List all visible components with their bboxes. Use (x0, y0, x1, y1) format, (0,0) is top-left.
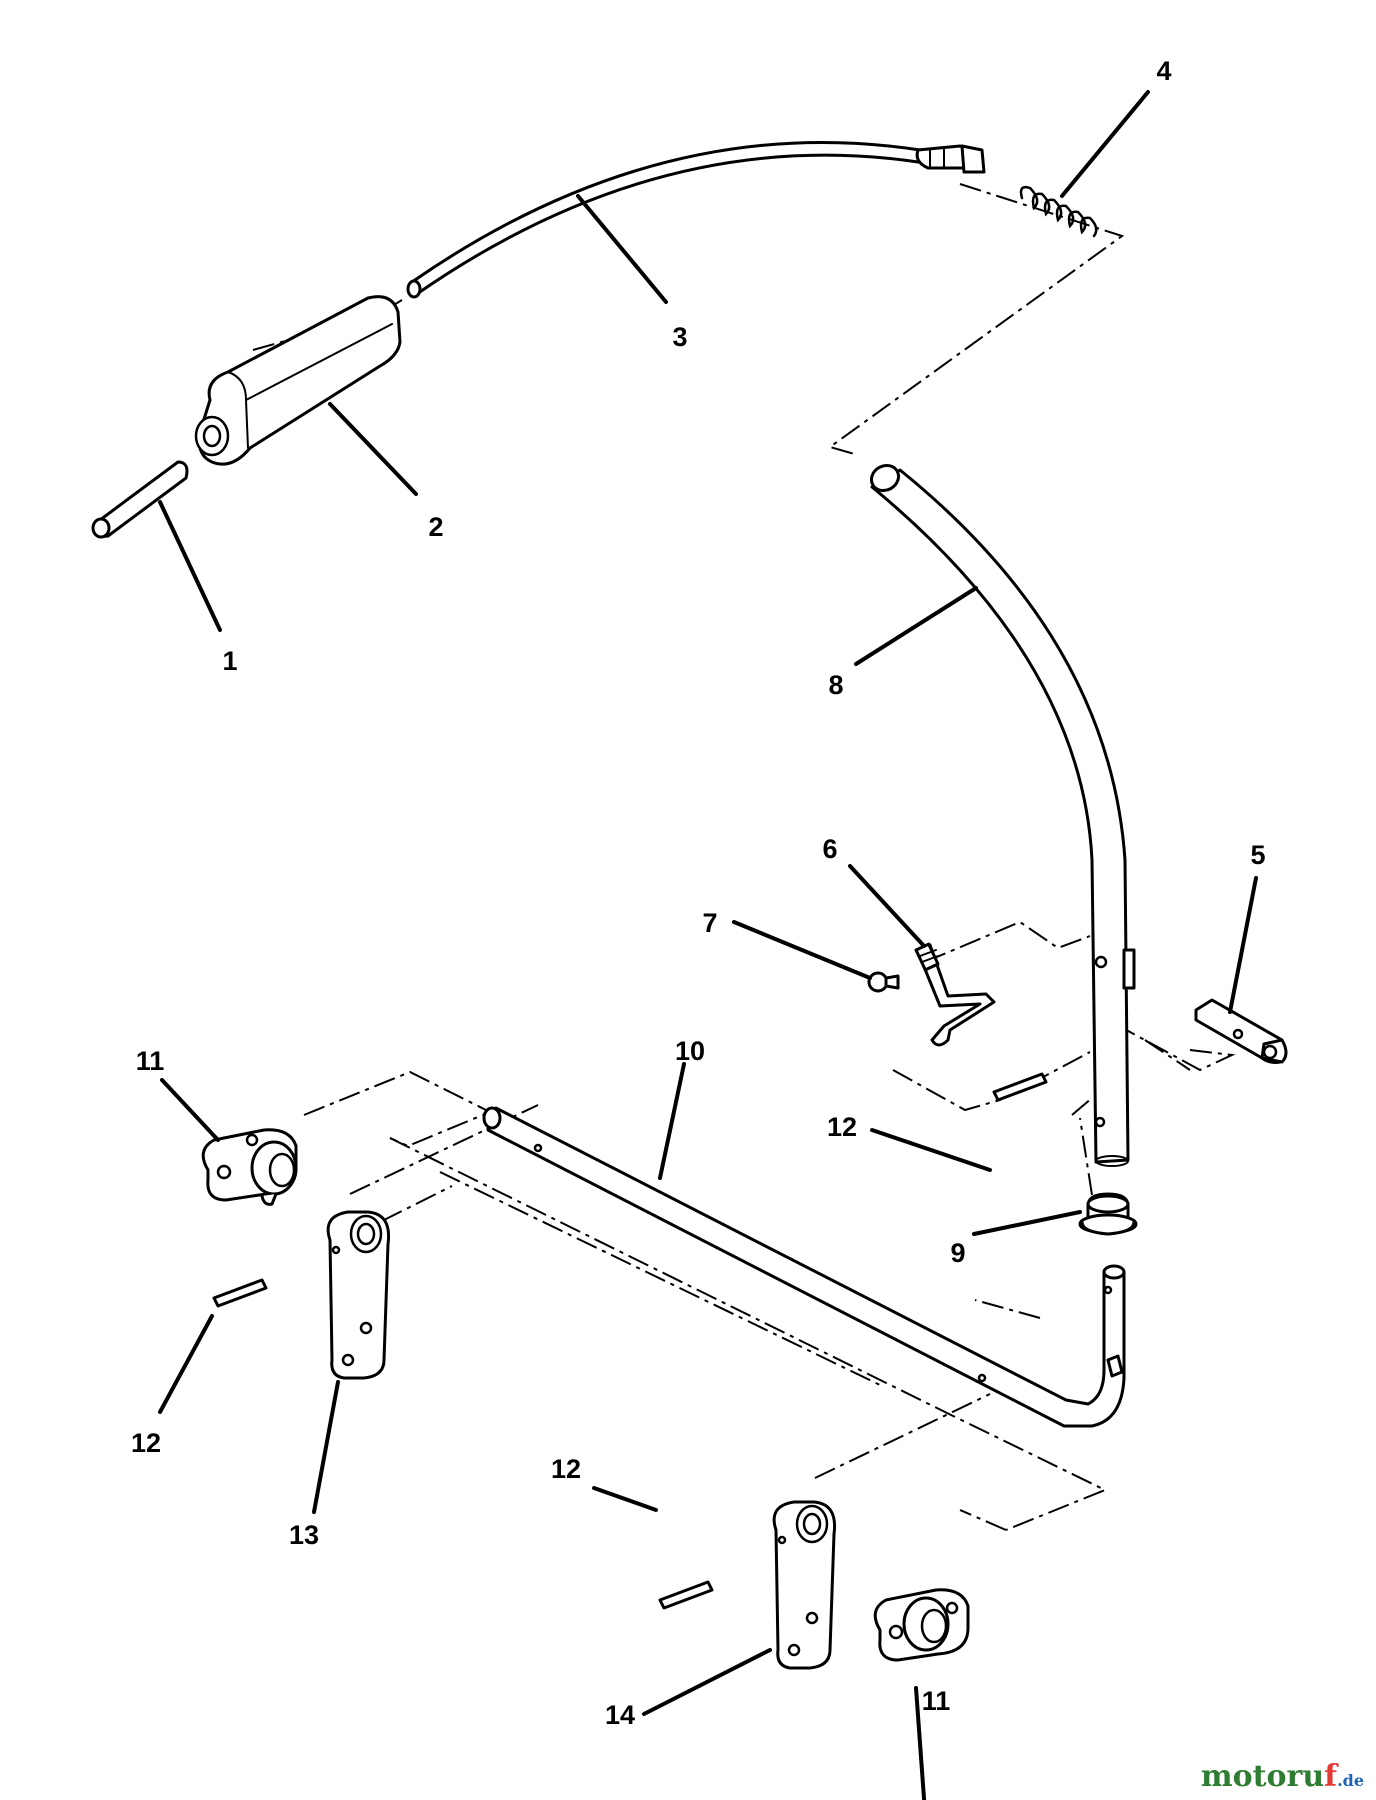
callout-1: 1 (222, 646, 237, 676)
watermark-accent: f (1324, 1759, 1338, 1794)
callout-12-lower: 12 (551, 1454, 581, 1484)
callout-11-upper: 11 (136, 1046, 165, 1076)
callout-12-upper: 12 (827, 1112, 857, 1142)
part-2-handle-grip (194, 295, 402, 466)
part-6-clip (914, 942, 996, 1047)
part-9-bushing (1078, 1192, 1138, 1236)
part-5-bracket (1194, 998, 1288, 1064)
leader-8 (854, 586, 978, 666)
part-14-lever-arm (772, 1500, 837, 1670)
leader-2 (328, 402, 418, 496)
callout-8: 8 (828, 670, 843, 700)
leader-12a (870, 1128, 992, 1172)
leader-1 (158, 500, 222, 632)
callout-14: 14 (605, 1700, 635, 1730)
callout-2: 2 (428, 512, 443, 542)
watermark-main: motoru (1200, 1759, 1325, 1794)
callout-labels: 1 2 3 4 5 6 7 8 9 10 11 11 12 12 12 13 1… (131, 56, 1266, 1730)
part-4-spring (1019, 185, 1098, 238)
leader-3 (576, 194, 668, 304)
leader-4 (1060, 90, 1150, 198)
leader-13 (312, 1380, 340, 1514)
callout-3: 3 (672, 322, 687, 352)
leader-12b (158, 1314, 214, 1414)
leader-11a (160, 1078, 220, 1142)
part-1-pin (91, 460, 189, 539)
part-13-lever-arm (326, 1210, 391, 1380)
watermark-suffix: .de (1337, 1771, 1364, 1790)
callout-10: 10 (675, 1036, 705, 1066)
part-12-roll-pin-upper (992, 1072, 1048, 1102)
leader-7 (732, 920, 872, 980)
part-12-roll-pin-left (212, 1278, 268, 1308)
assembly-lines (252, 183, 1236, 1531)
callout-6: 6 (822, 834, 837, 864)
callout-7: 7 (702, 908, 717, 938)
leader-6 (848, 864, 926, 948)
part-11-flange-bearing-lower (873, 1588, 970, 1662)
leader-11b (914, 1686, 927, 1800)
part-12-roll-pin-lower (658, 1580, 714, 1610)
leader-5 (1228, 876, 1258, 1014)
part-3-cable (406, 141, 986, 299)
callout-4: 4 (1156, 56, 1171, 86)
part-10-cross-shaft (482, 1106, 1126, 1428)
callout-11-lower: 11 (922, 1686, 951, 1716)
leader-12c (592, 1486, 658, 1512)
part-11-flange-bearing-upper (201, 1128, 298, 1206)
part-7-screw (867, 971, 900, 993)
leader-10 (658, 1062, 686, 1180)
leader-9 (972, 1210, 1082, 1236)
leader-14 (642, 1648, 772, 1716)
callout-12-left: 12 (131, 1428, 161, 1458)
callout-5: 5 (1250, 840, 1265, 870)
callout-13: 13 (289, 1520, 319, 1550)
watermark-logo: motoruf.de (1201, 1762, 1364, 1792)
leader-lines (158, 90, 1258, 1800)
callout-9: 9 (950, 1238, 965, 1268)
part-8-curved-tube (869, 463, 1136, 1167)
